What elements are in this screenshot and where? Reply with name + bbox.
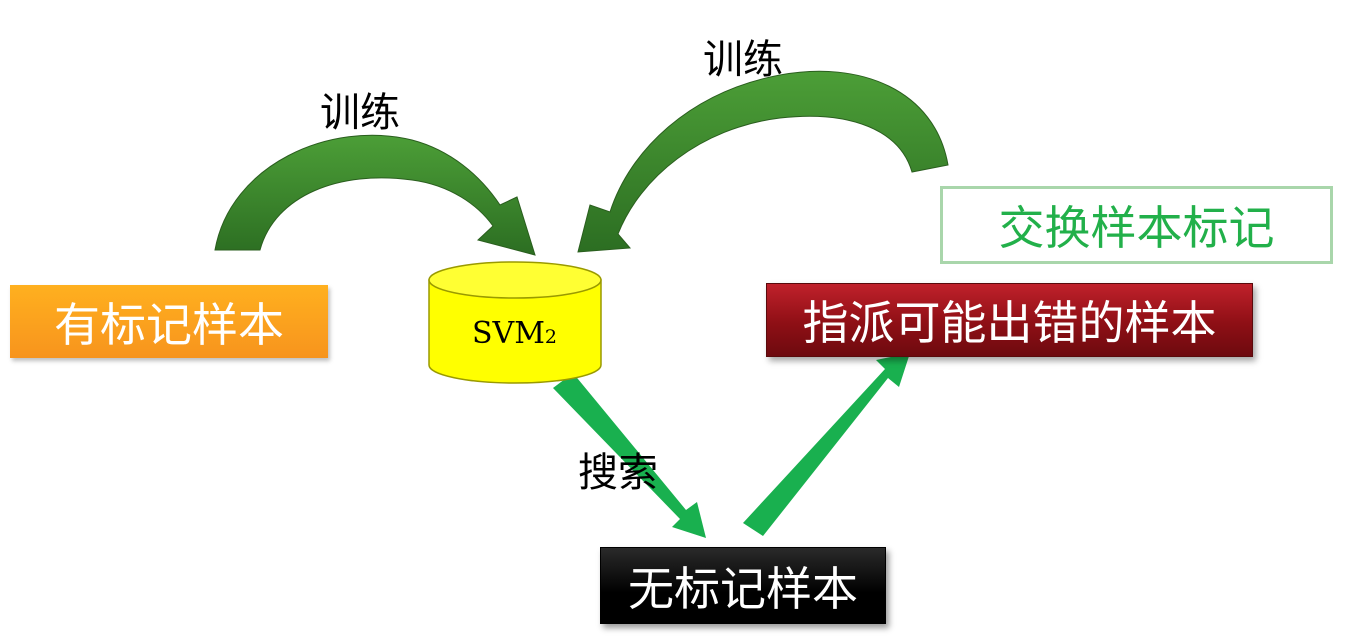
suspect-samples-label: 指派可能出错的样本 bbox=[802, 296, 1217, 350]
assign-arrow bbox=[743, 353, 910, 536]
search-arrow bbox=[553, 373, 706, 538]
svm-main-text: SVM bbox=[471, 315, 545, 351]
search-label: 搜索 bbox=[578, 450, 658, 496]
labeled-samples-box: 有标记样本 bbox=[10, 285, 328, 358]
suspect-samples-box: 指派可能出错的样本 bbox=[766, 283, 1253, 357]
swap-labels-label: 交换样本标记 bbox=[998, 201, 1275, 255]
unlabeled-samples-label: 无标记样本 bbox=[628, 561, 858, 616]
train-arrow-left bbox=[214, 134, 536, 256]
train-label-right: 训练 bbox=[703, 37, 783, 83]
unlabeled-samples-box: 无标记样本 bbox=[600, 547, 886, 624]
svm-subscript: 2 bbox=[544, 326, 558, 348]
train-arrow-right bbox=[577, 70, 949, 253]
swap-labels-box: 交换样本标记 bbox=[940, 186, 1333, 264]
svm-cylinder-icon bbox=[428, 261, 602, 384]
labeled-samples-label: 有标记样本 bbox=[54, 297, 284, 352]
train-label-left: 训练 bbox=[320, 90, 400, 136]
